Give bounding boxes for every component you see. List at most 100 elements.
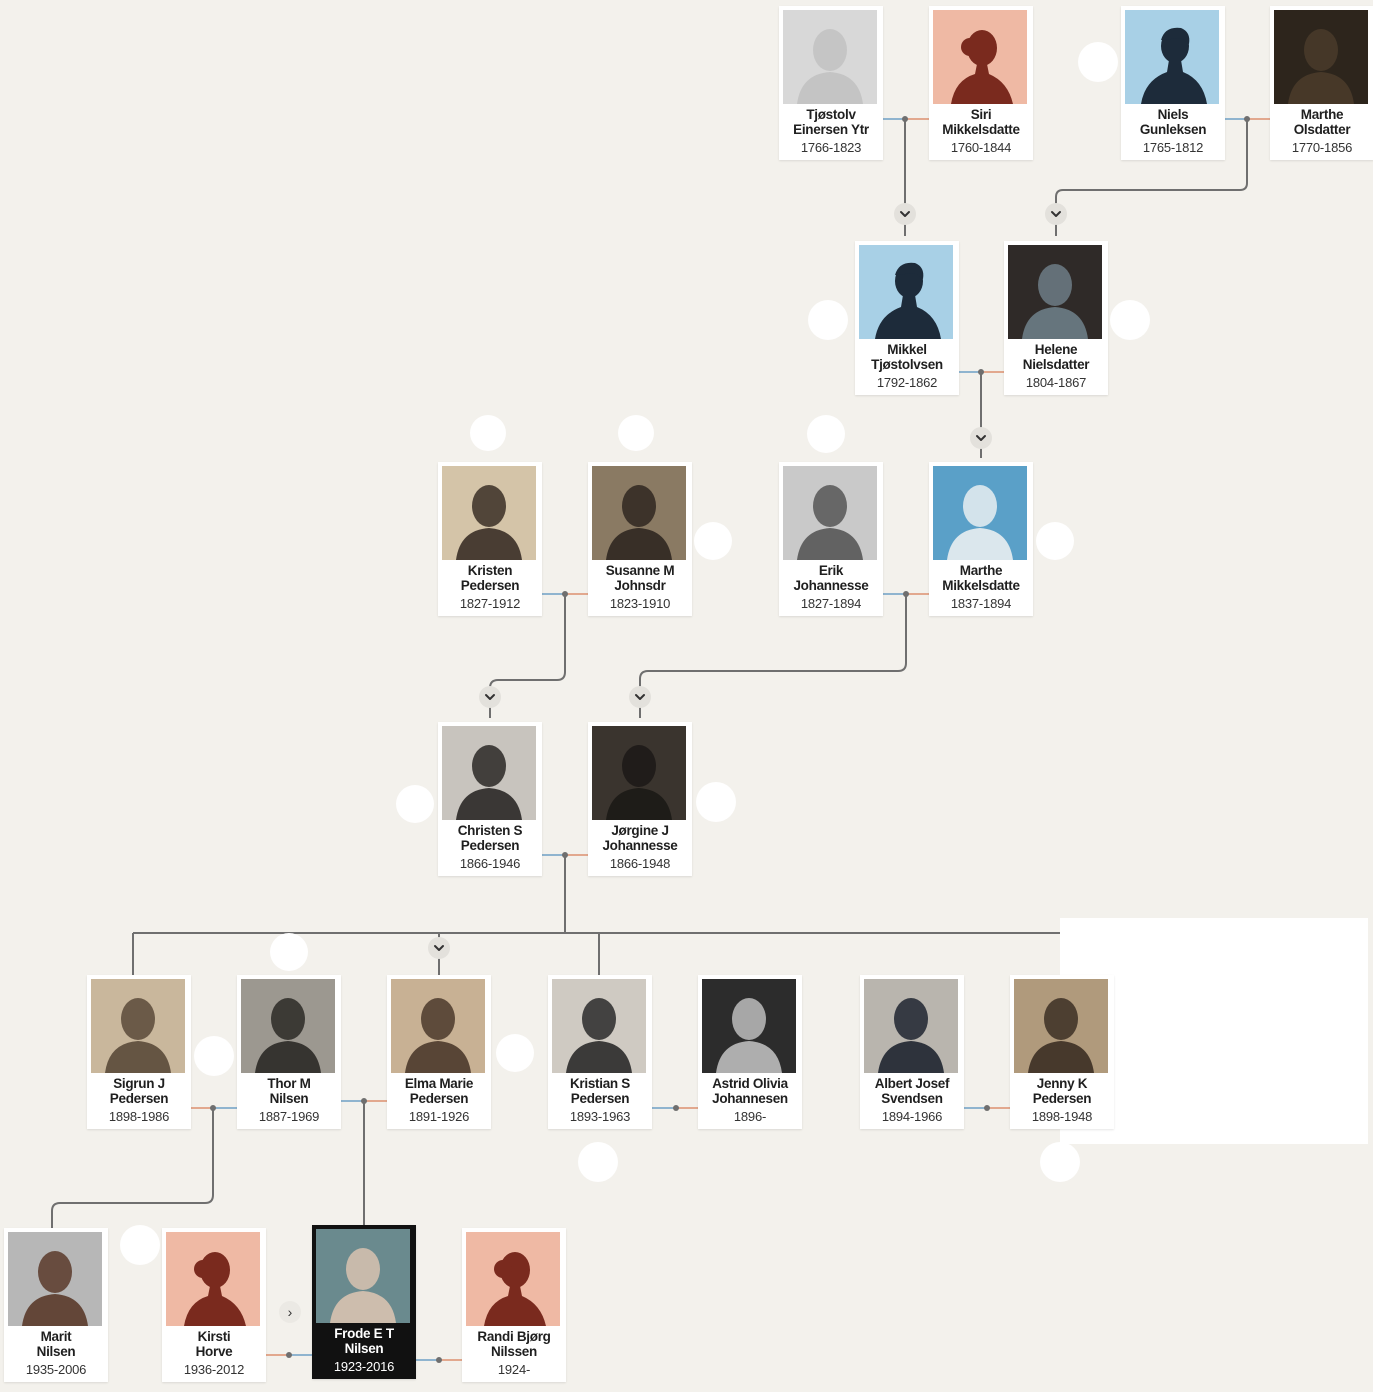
chevron-down-icon[interactable] xyxy=(479,686,501,708)
connector-thor-marit xyxy=(51,1108,214,1228)
person-name-line: Thor M xyxy=(267,1076,311,1091)
female-silhouette-icon xyxy=(933,10,1027,104)
decor-bubble xyxy=(807,415,845,453)
person-photo xyxy=(592,466,686,560)
person-name-line: Erik xyxy=(818,563,844,578)
chevron-down-icon[interactable] xyxy=(629,686,651,708)
decor-bubble xyxy=(496,1034,534,1072)
person-name-line: Svendsen xyxy=(881,1091,943,1106)
person-photo xyxy=(1008,245,1102,339)
person-name-line: Olsdatter xyxy=(1293,122,1351,137)
decor-bubble xyxy=(1040,1142,1080,1182)
person-name-line: Albert Josef xyxy=(874,1076,950,1091)
person-name-line: Johannesse xyxy=(602,838,678,853)
chevron-down-icon[interactable] xyxy=(894,203,916,225)
person-name-line: Marthe xyxy=(1300,107,1344,122)
person-years: 1760-1844 xyxy=(950,140,1012,155)
person-name-line: Pedersen xyxy=(109,1091,169,1106)
chevron-down-icon[interactable] xyxy=(428,937,450,959)
decor-bubble xyxy=(1110,300,1150,340)
person-name-line: Niels xyxy=(1157,107,1189,122)
chevron-down-icon[interactable] xyxy=(1045,203,1067,225)
person-name-line: Pedersen xyxy=(1032,1091,1092,1106)
person-years: 1924- xyxy=(497,1362,531,1377)
decor-bubble xyxy=(696,782,736,822)
decor-bubble xyxy=(396,785,434,823)
person-name-line: Kristen xyxy=(467,563,513,578)
male-silhouette-icon xyxy=(859,245,953,339)
person-name-line: Mikkelsdatte xyxy=(942,578,1020,593)
female-silhouette-icon xyxy=(166,1232,260,1326)
connector-erik-jorgine xyxy=(639,594,907,718)
person-photo xyxy=(864,979,958,1073)
person-photo xyxy=(783,10,877,104)
person-years: 1898-1986 xyxy=(108,1109,170,1124)
decor-bubble xyxy=(1036,522,1074,560)
person-photo xyxy=(8,1232,102,1326)
person-years: 1823-1910 xyxy=(609,596,671,611)
person-name-line: Nielsdatter xyxy=(1022,357,1090,372)
person-years: 1770-1856 xyxy=(1291,140,1353,155)
person-name-line: Nilsen xyxy=(269,1091,309,1106)
person-years: 1894-1966 xyxy=(881,1109,943,1124)
decor-bubble xyxy=(120,1225,160,1265)
person-years: 1935-2006 xyxy=(25,1362,87,1377)
person-years: 1804-1867 xyxy=(1025,375,1087,390)
person-years: 1766-1823 xyxy=(800,140,862,155)
person-name-line: Nilssen xyxy=(491,1344,537,1359)
chevron-right-icon[interactable]: › xyxy=(279,1301,301,1323)
person-years: 1923-2016 xyxy=(333,1359,395,1374)
chevron-down-icon[interactable] xyxy=(970,427,992,449)
person-name-line: Marthe xyxy=(959,563,1003,578)
decor-bubble xyxy=(270,933,308,971)
person-name-line: Einersen Ytr xyxy=(793,122,869,137)
person-photo xyxy=(702,979,796,1073)
person-photo xyxy=(783,466,877,560)
person-name-line: Randi Bjørg xyxy=(477,1329,551,1344)
person-name-line: Nilsen xyxy=(36,1344,76,1359)
decor-bubble xyxy=(1078,42,1118,82)
person-name-line: Elma Marie xyxy=(404,1076,474,1091)
person-years: 1837-1894 xyxy=(950,596,1012,611)
person-years: 1792-1862 xyxy=(876,375,938,390)
person-photo xyxy=(391,979,485,1073)
